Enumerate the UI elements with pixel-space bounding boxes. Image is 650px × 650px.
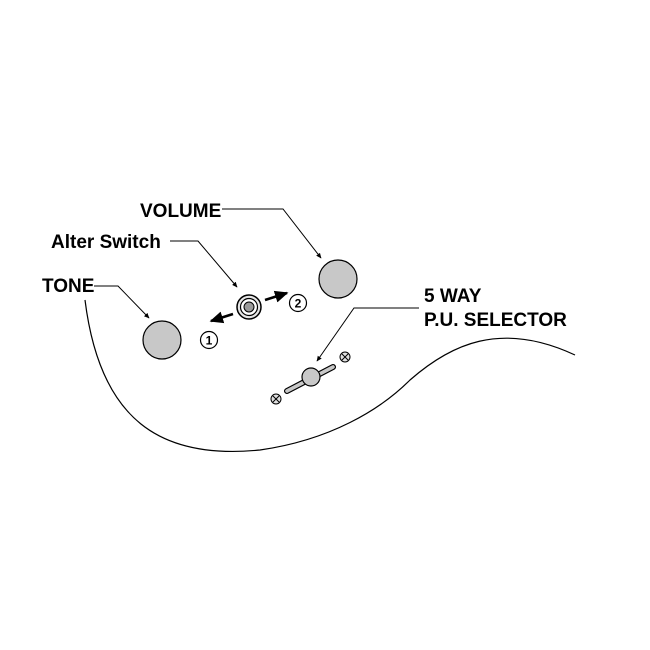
- alter-switch-leader-line: [170, 240, 238, 288]
- volume-leader-line: [222, 208, 322, 259]
- position-2-arrow: [264, 290, 289, 303]
- tone-label: TONE: [42, 276, 94, 297]
- selector-leader-line: [316, 307, 419, 362]
- volume-label: VOLUME: [140, 201, 221, 222]
- alter-switch[interactable]: [236, 294, 262, 320]
- position-2-number: 2: [295, 297, 302, 311]
- selector-label-line1: 5 WAY: [424, 286, 482, 307]
- pickup-selector[interactable]: [284, 364, 336, 394]
- alter-switch-label: Alter Switch: [51, 232, 161, 253]
- selector-screw-left: [270, 393, 282, 405]
- volume-knob[interactable]: [318, 259, 358, 299]
- tone-knob[interactable]: [142, 320, 182, 360]
- selector-knob[interactable]: [301, 367, 321, 387]
- position-2-badge: 2: [288, 293, 308, 313]
- position-1-badge: 1: [199, 330, 219, 350]
- selector-screw-right: [339, 351, 351, 363]
- selector-label-line2: P.U. SELECTOR: [424, 310, 567, 331]
- tone-leader-line: [94, 285, 150, 319]
- body-outline: [84, 299, 576, 453]
- position-1-number: 1: [206, 334, 213, 348]
- position-1-arrow: [209, 311, 234, 324]
